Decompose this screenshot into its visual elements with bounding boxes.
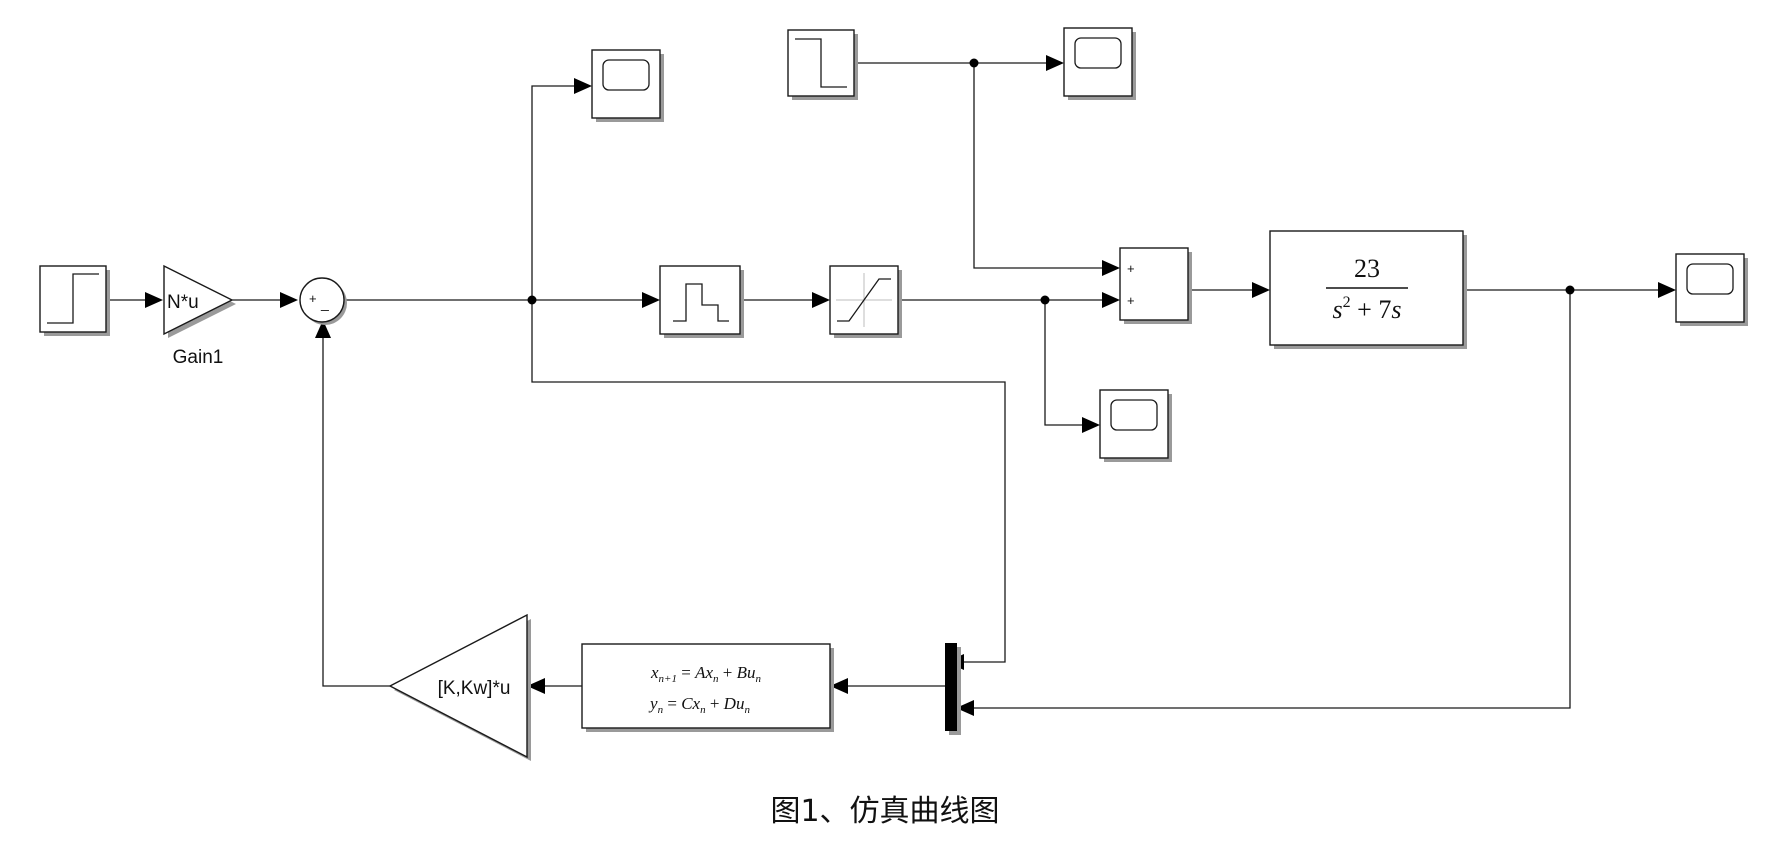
step-down-icon — [795, 38, 847, 88]
sum-input-sign-2: + — [1127, 293, 1135, 308]
saturation-curve-icon — [837, 278, 891, 322]
junction-dot — [527, 295, 537, 305]
tf-den-rest: + 7 — [1351, 295, 1392, 324]
tf-den-s2: s — [1391, 295, 1401, 324]
feedback-gain-block[interactable]: [K,Kw]*u — [388, 613, 531, 761]
state-space-line-2: yn = Cxn + Dun — [648, 694, 750, 716]
scope-top[interactable] — [591, 49, 664, 122]
figure-caption: 图1、仿真曲线图 — [770, 794, 1000, 829]
gain1-block[interactable]: N*u — [163, 264, 236, 338]
mux-block[interactable] — [945, 643, 961, 735]
sum-main-sign-plus: + — [309, 291, 317, 306]
scope-saturation[interactable] — [1099, 389, 1172, 462]
sum-main-sign-minus: _ — [320, 295, 329, 311]
scope-screen-icon — [1686, 263, 1734, 295]
gain1-label: Gain1 — [173, 347, 224, 368]
tf-numerator: 23 — [1354, 254, 1380, 283]
junction-dot — [969, 58, 979, 68]
sum-input-block[interactable]: + + — [1119, 247, 1192, 324]
gain1-expression: N*u — [167, 292, 199, 313]
transfer-function-block[interactable]: 23 s2 + 7s — [1269, 230, 1467, 349]
tf-denominator: s2 + 7s — [1333, 294, 1402, 324]
step-down-block[interactable] — [787, 29, 858, 100]
step-up-icon — [47, 273, 99, 324]
scope-screen-icon — [1074, 37, 1122, 69]
sum-input-sign-1: + — [1127, 261, 1135, 276]
zero-order-hold-block[interactable] — [659, 265, 744, 338]
feedback-gain-expression: [K,Kw]*u — [438, 678, 511, 699]
state-space-block[interactable]: xn+1 = Axn + Bun yn = Cxn + Dun — [581, 643, 834, 732]
junction-dot — [1040, 295, 1050, 305]
junction-dot — [1565, 285, 1575, 295]
tf-den-s: s — [1333, 295, 1343, 324]
scope-screen-icon — [1110, 399, 1158, 431]
scope-step-down[interactable] — [1063, 27, 1136, 100]
state-space-line-1: xn+1 = Axn + Bun — [650, 663, 762, 685]
signal-wires — [108, 55, 1676, 716]
tf-den-exp: 2 — [1343, 294, 1351, 311]
saturation-block[interactable] — [829, 265, 902, 338]
scope-screen-icon — [602, 59, 650, 91]
step-input-block[interactable] — [39, 265, 110, 336]
junction-points — [527, 58, 1575, 305]
scope-output[interactable] — [1675, 253, 1748, 326]
sum-main-block[interactable]: + _ — [299, 277, 347, 325]
zoh-staircase-icon — [673, 283, 729, 322]
